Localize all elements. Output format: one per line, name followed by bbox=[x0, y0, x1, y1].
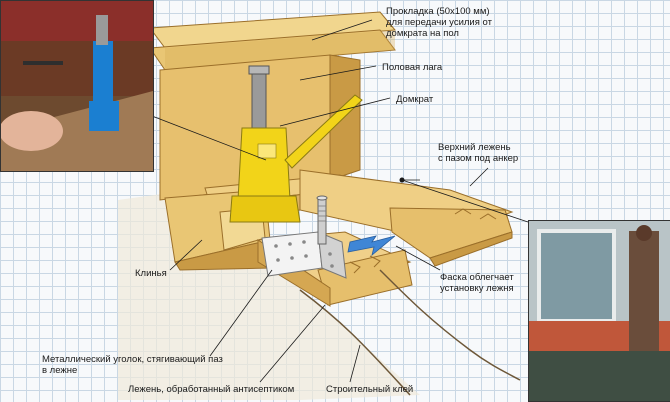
upper-beam bbox=[299, 169, 514, 267]
label-wedges: Клинья bbox=[135, 268, 167, 279]
direction-arrow bbox=[347, 235, 396, 257]
inset-photo-jack bbox=[0, 0, 154, 172]
metal-corner-bracket bbox=[261, 231, 347, 279]
label-jack: Домкрат bbox=[396, 94, 434, 105]
label-glue: Строительный клей bbox=[326, 384, 414, 395]
label-joist: Половая лага bbox=[382, 62, 443, 73]
label-corner: Металлический уголок, стягивающий паз в … bbox=[42, 354, 223, 376]
label-upper-beam: Верхний лежень с пазом под анкер bbox=[438, 142, 519, 164]
label-chamfer: Фаска облегчает установку лежня bbox=[440, 272, 514, 294]
inset-photo-installed bbox=[528, 220, 670, 402]
upper-pad-boards bbox=[149, 11, 397, 71]
glue-strands bbox=[299, 269, 521, 396]
label-pad: Прокладка (50х100 мм) для передачи усили… bbox=[386, 6, 492, 39]
hydraulic-jack bbox=[229, 65, 363, 223]
leader-lines bbox=[151, 19, 529, 383]
label-beam: Лежень, обработанный антисептиком bbox=[128, 384, 295, 395]
leader-dot bbox=[399, 177, 405, 183]
anchor-bolt bbox=[316, 195, 328, 245]
